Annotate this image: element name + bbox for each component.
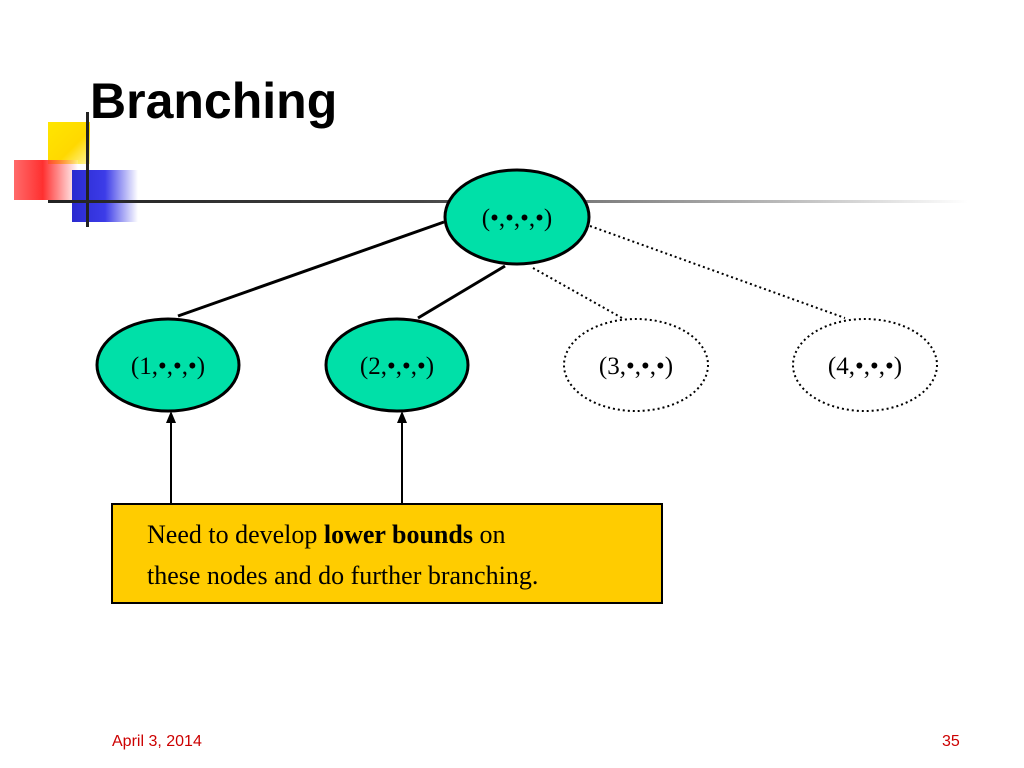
decorative-vertical-line [86, 112, 89, 227]
note-callout-box: Need to develop lower bounds on these no… [111, 503, 663, 604]
edge-root-to-node-3 [532, 267, 623, 319]
node-2-label: (2,•,•,•) [360, 353, 434, 380]
decorative-yellow-square [48, 122, 90, 164]
edge-root-to-node-4 [589, 225, 846, 319]
root-node-label: (•,•,•,•) [482, 205, 552, 232]
note-line-1: Need to develop lower bounds on [147, 514, 661, 555]
node-1 [95, 317, 241, 413]
note-bold-text: lower bounds [323, 520, 473, 549]
arrowhead-node-2 [397, 411, 407, 423]
root-node [443, 168, 591, 266]
node-2 [324, 317, 470, 413]
note-text-before: Need to develop [147, 520, 324, 549]
node-3 [563, 318, 709, 412]
node-4-label: (4,•,•,•) [828, 353, 902, 380]
note-text-after: on [472, 520, 506, 549]
edge-root-to-node-2 [417, 264, 506, 320]
slide-title: Branching [90, 73, 338, 129]
node-1-label: (1,•,•,•) [131, 353, 205, 380]
footer-date: April 3, 2014 [112, 733, 202, 750]
page-number: 35 [942, 733, 960, 750]
edge-root-to-node-1 [177, 220, 445, 318]
arrowhead-node-1 [166, 411, 176, 423]
note-line-2: these nodes and do further branching. [147, 561, 539, 590]
node-4 [792, 318, 938, 412]
node-3-label: (3,•,•,•) [599, 353, 673, 380]
decorative-blue-square [72, 170, 138, 222]
decorative-red-bar [14, 160, 78, 200]
